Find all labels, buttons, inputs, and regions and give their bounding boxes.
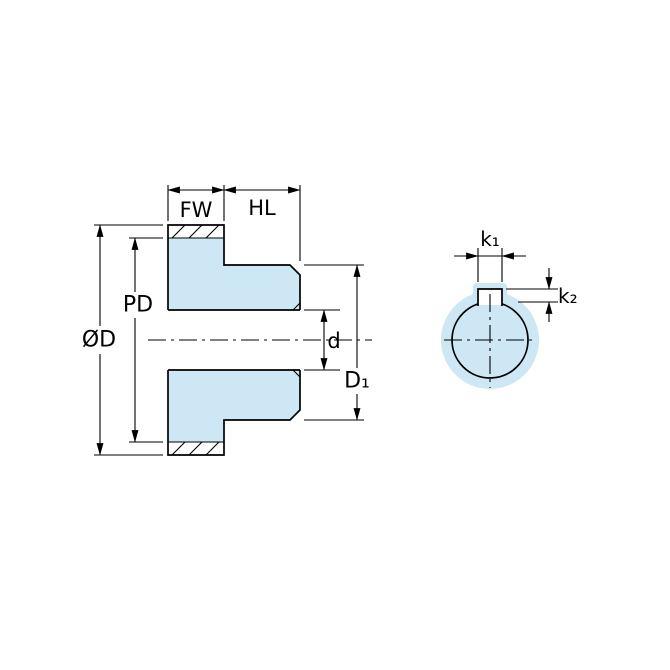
tooth-root-lines xyxy=(168,237,224,443)
d1-label: D₁ xyxy=(344,369,370,394)
d-label: d xyxy=(327,329,340,353)
k1-extension-lines xyxy=(477,248,503,282)
hl-label: HL xyxy=(248,196,276,220)
side-section-view: FW HL ØD PD d D₁ xyxy=(82,185,372,456)
keyway-outline xyxy=(477,288,503,306)
gear-section-upper-fill xyxy=(168,238,300,310)
gear-section-lower-fill xyxy=(168,370,300,442)
od-label: ØD xyxy=(82,328,116,353)
gear-profile-lower xyxy=(167,370,301,456)
pd-label: PD xyxy=(123,293,153,318)
fw-label: FW xyxy=(180,198,213,222)
end-view: k₁ k₂ xyxy=(441,227,578,389)
bore-chamfer-marks xyxy=(292,302,301,378)
end-view-centerlines xyxy=(444,294,536,388)
k2-label: k₂ xyxy=(558,284,578,308)
tooth-hatch-lines xyxy=(171,224,220,456)
gear-profile-upper xyxy=(167,224,301,310)
bore-lines xyxy=(168,309,300,371)
k1-label: k₁ xyxy=(480,227,500,251)
